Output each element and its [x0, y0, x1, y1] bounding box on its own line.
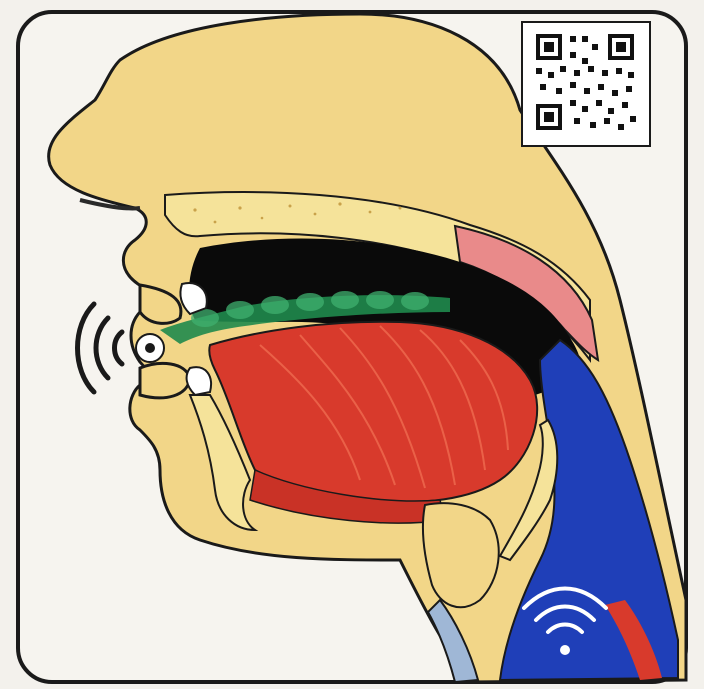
larynx: [423, 503, 499, 607]
qr-code-icon[interactable]: [522, 22, 650, 146]
air-exit-dot: [136, 334, 164, 362]
lower-teeth: [187, 367, 211, 395]
lower-lip: [140, 363, 190, 397]
vibration-dot: [560, 645, 570, 655]
